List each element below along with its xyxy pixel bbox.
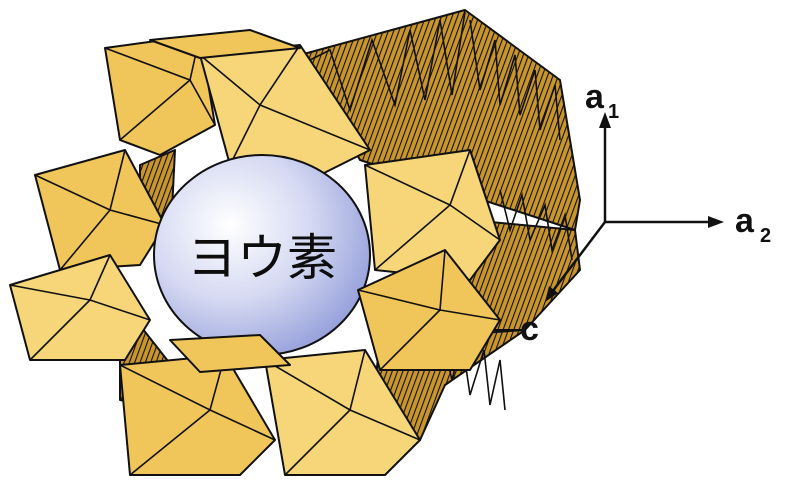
octahedron-group-right bbox=[357, 149, 501, 371]
octahedron-group-bottom bbox=[119, 334, 421, 476]
iodine-atom: ヨウ素 bbox=[153, 154, 371, 356]
octahedron-group-left bbox=[9, 149, 166, 361]
axis-a2-letter: a bbox=[735, 202, 755, 240]
crystal-axes: a 1 a 2 c bbox=[520, 78, 771, 348]
atom-label: ヨウ素 bbox=[187, 229, 337, 287]
c-axis-line bbox=[551, 221, 606, 293]
octahedron-group-top bbox=[104, 29, 371, 176]
axis-c-letter: c bbox=[520, 310, 539, 348]
axis-a1-subscript: 1 bbox=[608, 101, 619, 123]
a1-arrow-icon bbox=[599, 112, 611, 128]
a2-arrow-icon bbox=[708, 216, 724, 228]
c-arrow-icon bbox=[545, 286, 558, 302]
axis-a1-letter: a bbox=[585, 78, 605, 116]
axis-a2-subscript: 2 bbox=[760, 225, 771, 247]
